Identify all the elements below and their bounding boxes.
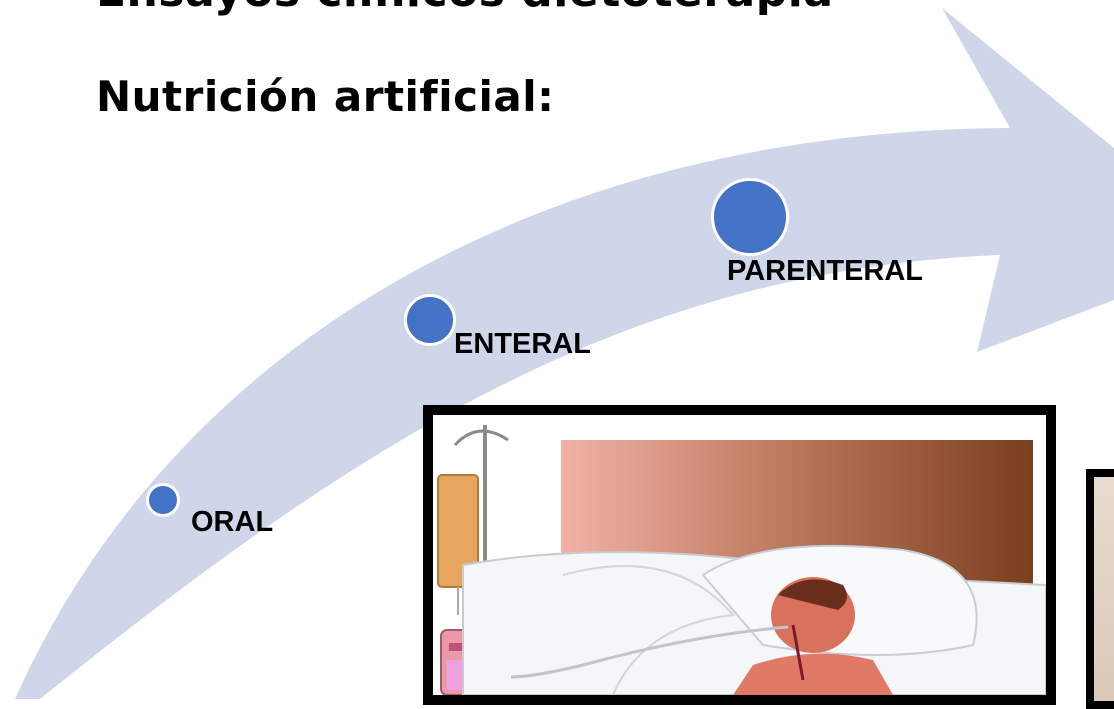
parenteral-stage-label: PARENTERAL bbox=[727, 255, 924, 287]
oral-stage-label: ORAL bbox=[191, 506, 274, 538]
slide-title-top: Ensayos clínicos dietoterapia bbox=[96, 0, 834, 17]
slide-title: Nutrición artificial: bbox=[96, 72, 555, 121]
parenteral-stage-dot bbox=[711, 178, 789, 256]
oral-stage-dot bbox=[146, 483, 180, 517]
enteral-stage-label: ENTERAL bbox=[454, 328, 591, 360]
enteral-stage-dot bbox=[404, 294, 456, 346]
patient-illustration-drawing bbox=[437, 425, 1046, 695]
cropped-photo bbox=[1086, 469, 1114, 709]
patient-illustration bbox=[423, 405, 1056, 705]
